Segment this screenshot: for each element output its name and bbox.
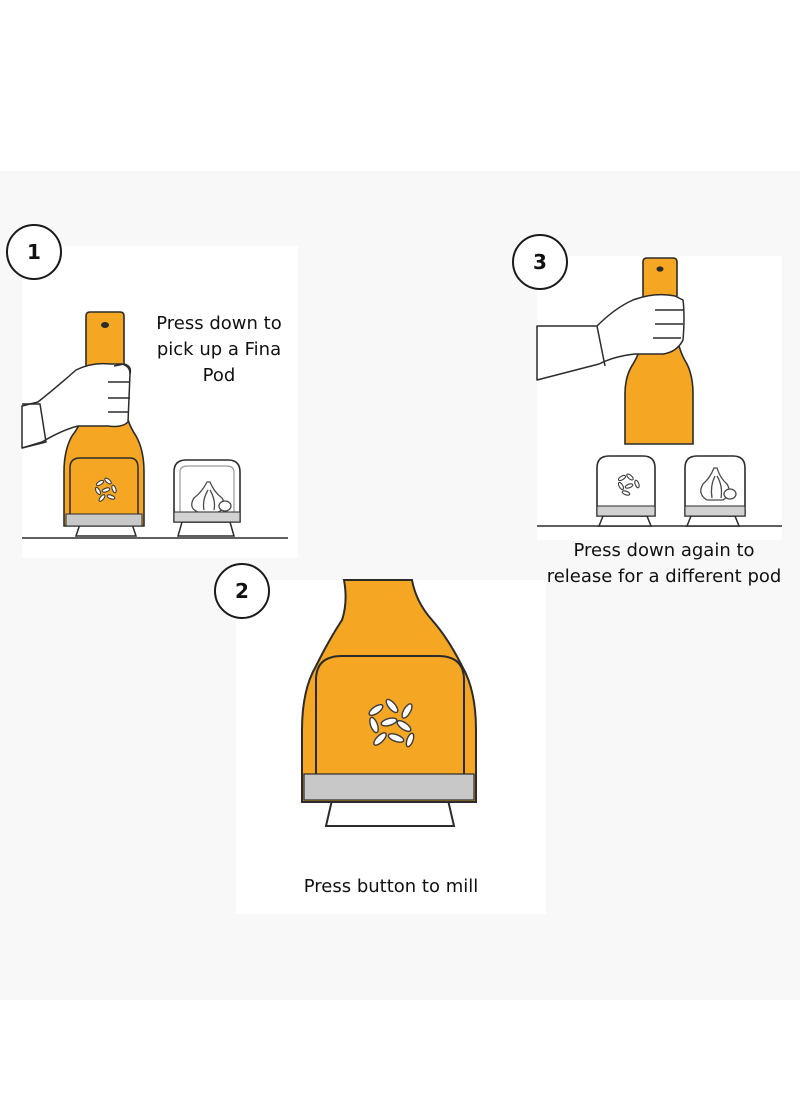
step-3-illustration — [536, 257, 782, 527]
garlic-icon — [700, 467, 737, 501]
step-3-badge: 3 — [512, 234, 568, 290]
step-2-badge: 2 — [214, 563, 270, 619]
step-1-caption: Press down to pick up a Fina Pod — [156, 313, 282, 386]
step-3-caption: Press down again to release for a differ… — [546, 540, 782, 587]
seeds-icon — [368, 698, 415, 748]
step-2-caption: Press button to mill — [303, 876, 479, 897]
grinder-icon — [301, 579, 477, 803]
hand-icon — [21, 362, 132, 449]
garlic-icon — [191, 481, 232, 513]
step-2-illustration — [301, 579, 477, 827]
step-1-illustration — [21, 311, 288, 539]
seeds-icon — [617, 473, 640, 496]
seeds-icon — [94, 477, 117, 502]
hand-icon — [536, 293, 685, 381]
step-1-badge: 1 — [6, 224, 62, 280]
